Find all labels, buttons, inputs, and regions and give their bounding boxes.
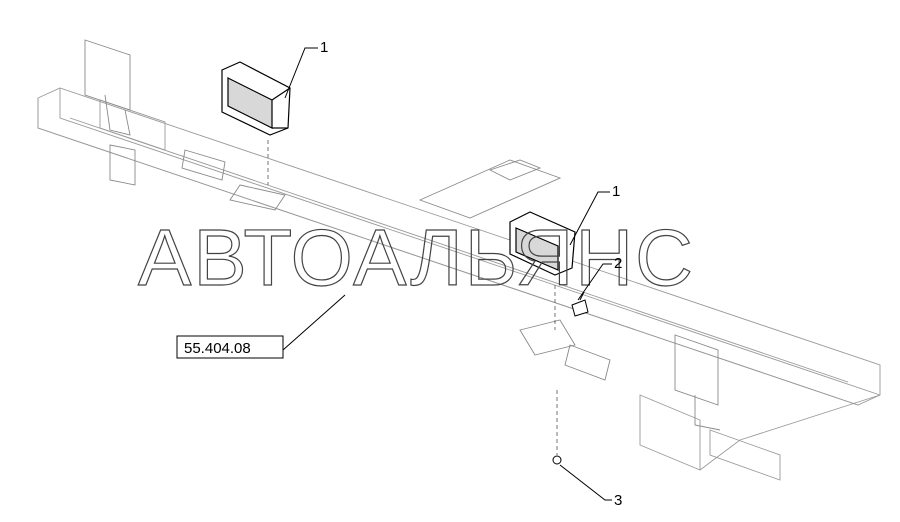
leader-lines	[282, 47, 612, 501]
work-lamp-top	[221, 61, 291, 136]
reference-label-box: 55.404.08	[176, 335, 284, 359]
reference-label: 55.404.08	[184, 340, 251, 357]
left-upright-plate	[84, 39, 131, 136]
callout-2: 2	[614, 255, 622, 272]
bulb-part	[571, 291, 589, 317]
frame-beam	[37, 87, 881, 481]
callout-3: 3	[614, 492, 622, 509]
watermark-text: АВТОАЛЬЯНС	[138, 213, 695, 302]
callout-1-middle: 1	[612, 183, 620, 200]
right-upright-plate	[674, 334, 721, 431]
bolt-part	[552, 455, 562, 465]
callout-1-top: 1	[320, 39, 328, 56]
center-bracket	[109, 144, 611, 381]
work-lamp-middle	[509, 211, 576, 276]
